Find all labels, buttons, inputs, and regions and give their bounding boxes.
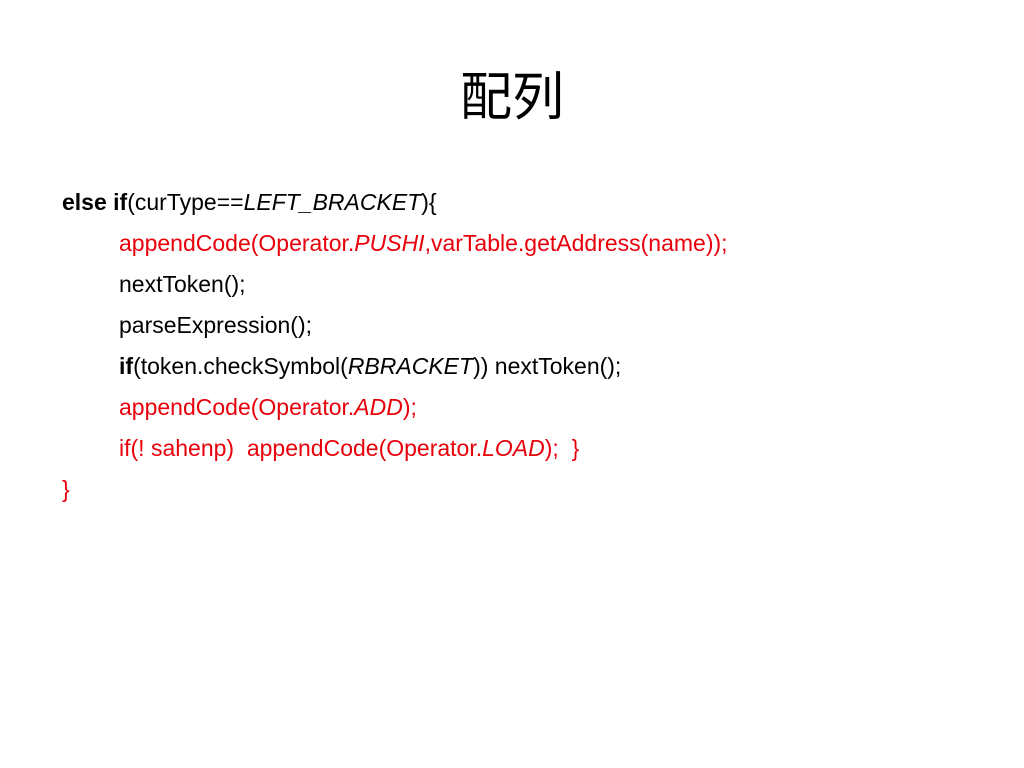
code-constant: LOAD (482, 435, 545, 461)
code-line-5: if(token.checkSymbol(RBRACKET)) nextToke… (62, 346, 1002, 387)
code-text: appendCode(Operator. (119, 230, 355, 256)
code-text: ); (402, 394, 417, 420)
slide-title: 配列 (459, 68, 564, 128)
code-line-7: if(! sahenp) appendCode(Operator.LOAD); … (62, 428, 1002, 469)
code-line-1: else if(curType==LEFT_BRACKET){ (62, 182, 1002, 223)
code-text: nextToken(); (119, 271, 246, 297)
code-constant: LEFT_BRACKET (243, 189, 422, 215)
keyword-if: if (113, 189, 128, 215)
code-text: (token.checkSymbol( (133, 353, 348, 379)
code-block: else if(curType==LEFT_BRACKET){ appendCo… (62, 182, 1002, 510)
code-text: ){ (421, 189, 437, 215)
code-text: (curType== (127, 189, 244, 215)
keyword-else: else (62, 189, 107, 215)
code-line-6: appendCode(Operator.ADD); (62, 387, 1002, 428)
code-text: parseExpression(); (119, 312, 313, 338)
closing-brace: } (62, 476, 70, 502)
code-line-8: } (62, 469, 1002, 510)
code-text: ); } (544, 435, 580, 461)
code-line-4: parseExpression(); (62, 305, 1002, 346)
code-constant: RBRACKET (347, 353, 474, 379)
keyword-if: if (119, 353, 134, 379)
code-line-2: appendCode(Operator.PUSHI,varTable.getAd… (62, 223, 1002, 264)
code-text: appendCode(Operator. (119, 394, 355, 420)
code-line-3: nextToken(); (62, 264, 1002, 305)
code-text: )) nextToken(); (473, 353, 622, 379)
code-constant: PUSHI (354, 230, 425, 256)
code-constant: ADD (354, 394, 403, 420)
code-text: if(! sahenp) appendCode(Operator. (119, 435, 483, 461)
code-text: ,varTable.getAddress(name)); (424, 230, 728, 256)
